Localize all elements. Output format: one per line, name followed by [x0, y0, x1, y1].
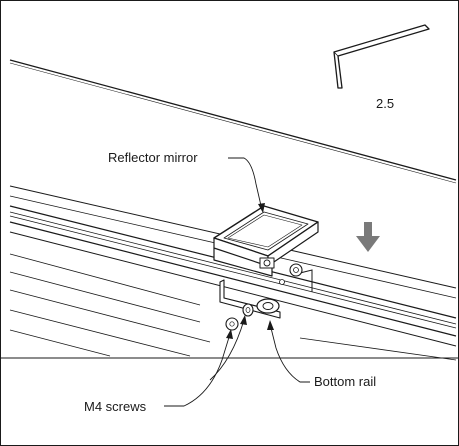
reflector-mirror	[213, 205, 319, 285]
m4-screw-leader-front	[164, 333, 231, 407]
cover-panel	[9, 59, 457, 184]
hex-key-icon	[333, 24, 430, 89]
down-arrow-icon	[356, 222, 380, 252]
m4-screw-leader-back	[209, 319, 245, 381]
bottom-rail-leader	[269, 323, 310, 383]
callout-m4-screws: M4 screws	[84, 315, 247, 414]
down-arrow-shape	[356, 222, 380, 252]
m4-screw-arrowhead-back	[240, 315, 247, 325]
m4-screw-arrowhead-front	[226, 329, 233, 339]
tool-size-label: 2.5	[376, 96, 394, 111]
callout-bottom-rail: Bottom rail	[267, 320, 376, 389]
reflector-mirror-leader	[228, 157, 263, 211]
rail-assembly	[9, 185, 457, 361]
m4-screws-label: M4 screws	[84, 399, 147, 414]
reflector-mirror-label: Reflector mirror	[108, 150, 198, 165]
reflector-mirror-arrowhead	[258, 203, 265, 213]
callout-reflector-mirror: Reflector mirror	[108, 150, 265, 213]
bottom-rail-label: Bottom rail	[314, 374, 376, 389]
bottom-bracket	[219, 279, 281, 331]
m4-screws	[225, 303, 254, 331]
bottom-rail-arrowhead	[267, 320, 274, 330]
